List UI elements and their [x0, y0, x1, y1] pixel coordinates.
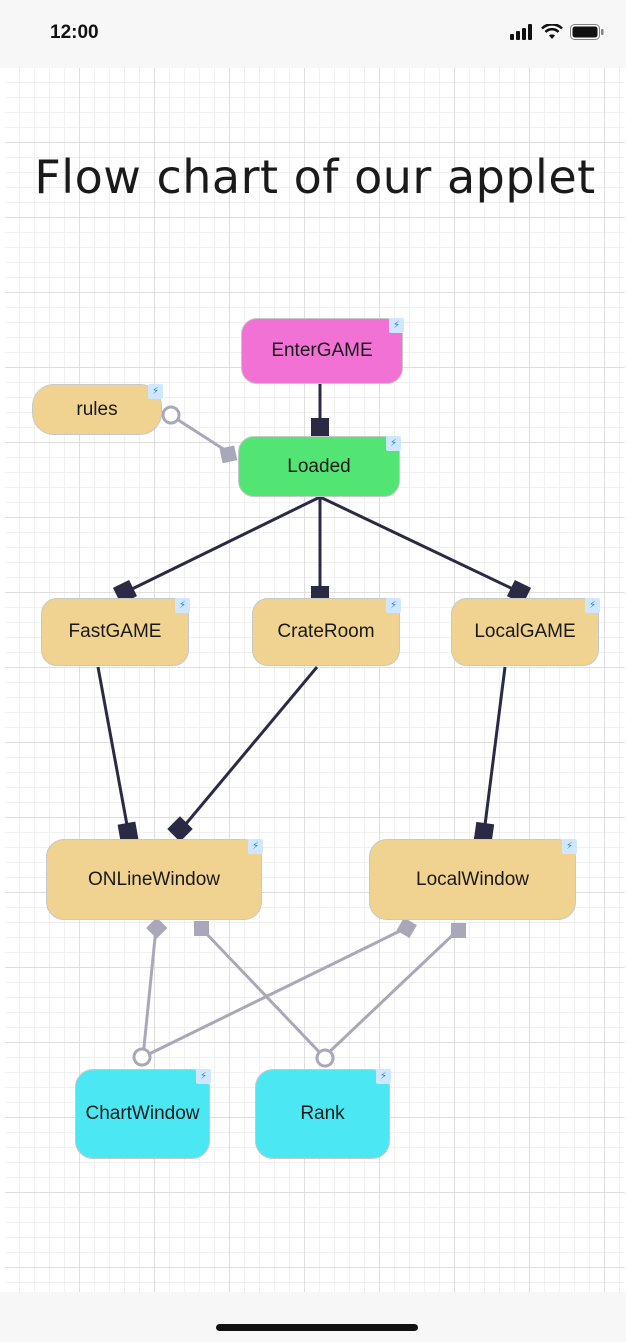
lightning-bolt-icon: ⚡ — [196, 1069, 211, 1084]
edge-crate-to-online — [183, 666, 319, 826]
node-local-game[interactable]: LocalGAME ⚡ — [451, 598, 600, 666]
edge-loaded-to-fast — [129, 495, 321, 592]
wifi-icon — [541, 24, 563, 39]
edge-online-to-rank — [199, 926, 326, 1059]
edge-localgame-to-localwindow — [483, 666, 507, 826]
status-icons — [510, 24, 604, 40]
edge-fast-to-online — [96, 666, 129, 826]
battery-icon — [570, 24, 604, 40]
diagram-title: Flow chart of our applet — [34, 150, 596, 204]
node-rules[interactable]: rules ⚡ — [32, 384, 163, 435]
lightning-bolt-icon: ⚡ — [389, 318, 404, 333]
edge-loaded-to-local — [319, 495, 516, 592]
light-markers — [132, 405, 466, 1068]
node-label: CrateRoom — [277, 621, 375, 642]
node-online-window[interactable]: ONLineWindow ⚡ — [46, 839, 263, 920]
node-crate-room[interactable]: CrateRoom ⚡ — [252, 598, 401, 666]
node-label: ONLineWindow — [88, 868, 220, 890]
node-loaded[interactable]: Loaded ⚡ — [238, 436, 401, 497]
node-label: LocalWindow — [416, 868, 529, 890]
lightning-bolt-icon: ⚡ — [376, 1069, 391, 1084]
node-rank[interactable]: Rank ⚡ — [255, 1069, 391, 1159]
signal-icon — [510, 24, 532, 40]
edge-rules-to-loaded — [171, 414, 229, 454]
node-local-window[interactable]: LocalWindow ⚡ — [369, 839, 577, 920]
bottom-bar — [0, 1292, 626, 1342]
lightning-bolt-icon: ⚡ — [248, 839, 263, 854]
lightning-bolt-icon: ⚡ — [148, 384, 163, 399]
node-chart-window[interactable]: ChartWindow ⚡ — [75, 1069, 211, 1159]
lightning-bolt-icon: ⚡ — [386, 598, 401, 613]
lightning-bolt-icon: ⚡ — [175, 598, 190, 613]
node-label: ChartWindow — [85, 1103, 200, 1124]
node-label: LocalGAME — [474, 621, 576, 642]
lightning-bolt-icon: ⚡ — [585, 598, 600, 613]
node-label: FastGAME — [68, 621, 162, 642]
status-time: 12:00 — [50, 22, 99, 43]
node-label: EnterGAME — [271, 340, 373, 361]
dark-connectors — [96, 384, 516, 826]
edge-localwindow-to-rank — [322, 928, 460, 1059]
home-indicator[interactable] — [216, 1324, 418, 1331]
edge-online-to-chart — [141, 927, 158, 1058]
edge-localwindow-to-chart — [142, 926, 407, 1059]
lightning-bolt-icon: ⚡ — [386, 436, 401, 451]
lightning-bolt-icon: ⚡ — [562, 839, 577, 854]
node-label: rules — [76, 398, 118, 420]
node-fast-game[interactable]: FastGAME ⚡ — [41, 598, 190, 666]
light-connectors — [141, 414, 460, 1059]
node-enter-game[interactable]: EnterGAME ⚡ — [241, 318, 404, 384]
node-label: Rank — [300, 1103, 345, 1124]
node-label: Loaded — [287, 455, 351, 477]
status-bar: 12:00 — [0, 0, 626, 68]
